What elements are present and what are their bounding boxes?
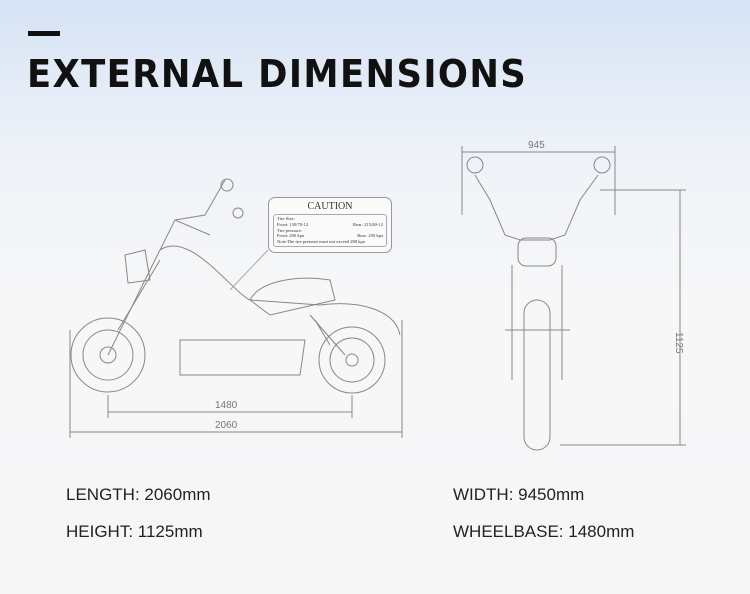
width-dim-label: 945 (528, 140, 545, 151)
side-view-scooter (70, 178, 401, 394)
spec-length: LENGTH: 2060mm (66, 485, 211, 504)
rear-tire-size: Rear: 215/40-12 (353, 221, 383, 227)
title-accent-bar (28, 31, 60, 36)
tire-size-label: Tire Size: (277, 216, 295, 221)
spec-wheelbase: WHEELBASE: 1480mm (453, 522, 635, 541)
caution-title: CAUTION (307, 201, 353, 212)
rear-tire-pressure: Rear: 250 kpa (357, 233, 383, 239)
side-dimension-lines (69, 320, 403, 438)
spec-width: WIDTH: 9450mm (453, 485, 585, 504)
height-dim-label: 1125 (673, 332, 684, 354)
front-dimension-lines (461, 146, 686, 446)
front-view-scooter (466, 156, 611, 451)
wheelbase-dim-label: 1480 (215, 400, 238, 411)
front-tire-size: Front: 130/70-12 (277, 221, 309, 227)
tire-pressure-note: Note:The tire pressure must not exceed 2… (277, 239, 365, 245)
length-dim-label: 2060 (215, 420, 238, 431)
front-tire-pressure: Front: 200 kpa (277, 233, 305, 239)
tire-pressure-label: Tire pressure: (277, 227, 303, 233)
page-title: EXTERNAL DIMENSIONS (27, 52, 528, 96)
spec-height: HEIGHT: 1125mm (66, 522, 203, 541)
